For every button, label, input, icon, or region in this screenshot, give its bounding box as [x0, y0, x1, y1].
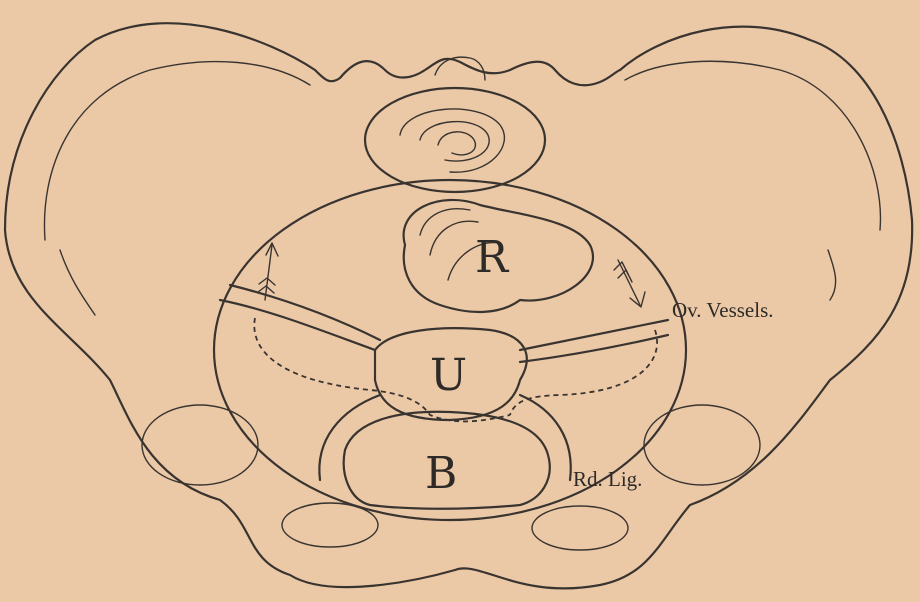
dashed-path-left [254, 318, 510, 421]
pubic-arch-right [532, 506, 628, 550]
label-uterus: U [430, 350, 467, 401]
label-bladder: B [425, 448, 457, 499]
sacrum-rings [400, 109, 504, 172]
sacral-bumps [315, 59, 620, 85]
iliac-inner-right [828, 250, 836, 300]
label-rectum: R [475, 232, 510, 283]
round-ligament-left [319, 395, 380, 480]
sacrum [365, 88, 545, 192]
obturator-right [644, 405, 760, 485]
arrow-down-icon [614, 260, 645, 307]
broad-ligament-right [520, 320, 668, 362]
label-round-ligament: Rd. Lig. [573, 467, 642, 491]
arrow-up-icon [258, 243, 278, 300]
iliac-crest-right [625, 61, 880, 230]
iliac-inner-left [60, 250, 95, 315]
round-ligament-right [520, 395, 571, 480]
iliac-crest-left [44, 62, 310, 240]
obturator-left [142, 405, 258, 485]
pelvis-outline [5, 23, 912, 588]
label-ovarian-vessels: Ov. Vessels. [672, 298, 774, 322]
pubic-arch-left [282, 503, 378, 547]
broad-ligament-left [220, 285, 380, 350]
